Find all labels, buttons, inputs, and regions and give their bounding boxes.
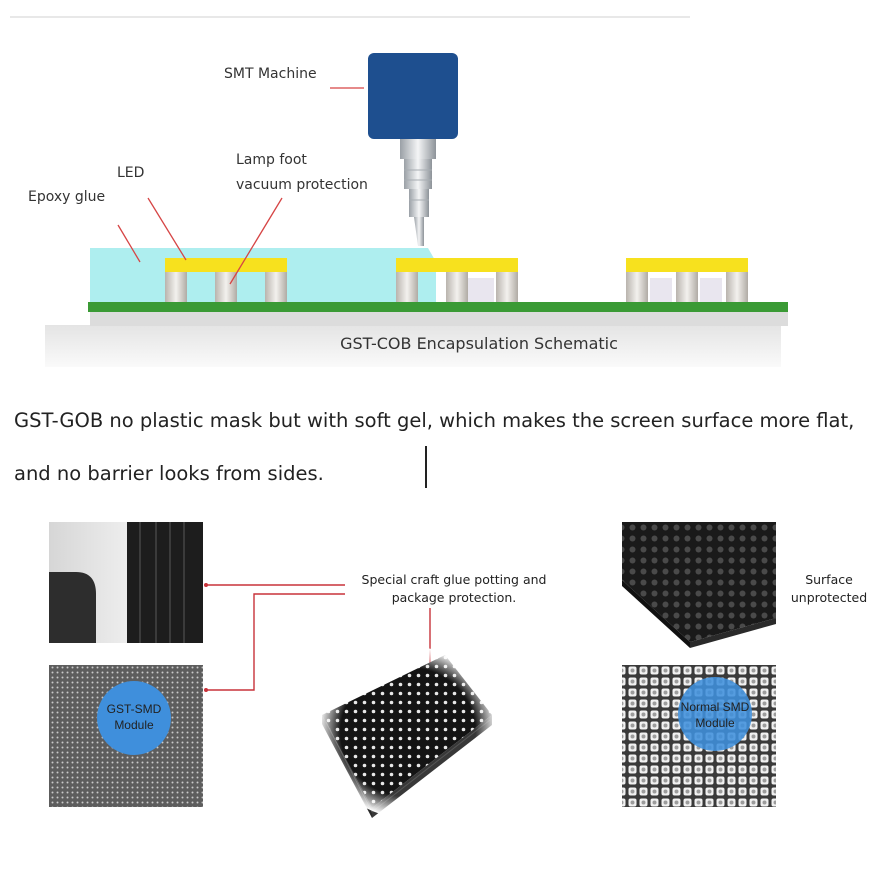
surface-unprotected-line2: unprotected	[791, 590, 867, 605]
description-line-2: and no barrier looks from sides.	[14, 462, 324, 485]
normal-smd-module-badge	[678, 677, 752, 751]
lamp-foot-label: Lamp foot	[236, 152, 307, 168]
smt-machine-label: SMT Machine	[224, 66, 317, 82]
pcb-layer	[88, 302, 788, 312]
smt-machine	[368, 53, 458, 246]
comparison-photos: GST-SMD Module Special craft glue pottin…	[49, 522, 867, 818]
description-line-1: GST-GOB no plastic mask but with soft ge…	[14, 409, 855, 432]
text-cursor	[425, 446, 427, 488]
lamp-foot-leader-line	[229, 197, 283, 285]
gob-module-angled-photo	[318, 646, 498, 818]
led-group-1	[165, 258, 287, 302]
caption-band	[45, 325, 781, 367]
craft-glue-label-line1: Special craft glue potting and	[362, 572, 547, 587]
normal-smd-module-photo: Normal SMD Module	[622, 665, 776, 807]
gst-side-edge-photo	[49, 522, 203, 643]
schematic-caption: GST-COB Encapsulation Schematic	[340, 334, 618, 353]
epoxy-glue-layer	[90, 248, 436, 302]
led-group-2	[396, 258, 518, 302]
vacuum-protection-label: vacuum protection	[236, 177, 368, 193]
gst-smd-badge-line1: GST-SMD	[107, 702, 162, 716]
normal-module-angled-photo	[622, 522, 776, 648]
epoxy-leader-line	[117, 224, 141, 263]
smt-machine-body	[368, 53, 458, 139]
base-layer	[90, 312, 788, 326]
gst-smd-module-badge	[97, 681, 171, 755]
led-group-3	[626, 258, 748, 302]
normal-smd-badge-line2: Module	[695, 716, 735, 730]
normal-smd-badge-line1: Normal SMD	[681, 700, 750, 714]
led-leader-line	[147, 197, 187, 261]
epoxy-glue-label: Epoxy glue	[28, 189, 105, 205]
top-rule	[10, 16, 690, 18]
surface-unprotected-line1: Surface	[805, 572, 853, 587]
craft-glue-label-line2: package protection.	[392, 590, 517, 605]
led-label: LED	[117, 165, 144, 181]
gst-smd-module-photo: GST-SMD Module	[49, 665, 203, 807]
cob-schematic-diagram: SMT Machine LED Lamp foot vacuum protect…	[10, 16, 788, 367]
gst-smd-badge-line2: Module	[114, 718, 154, 732]
